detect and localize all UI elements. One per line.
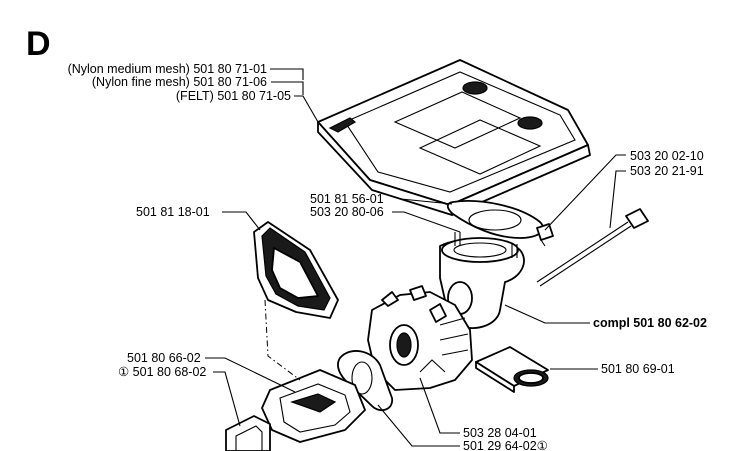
short-screw [536,223,554,247]
label-carb-gasket-b: 501 29 64-02① [463,439,548,451]
gasket-b-leader [392,211,461,233]
label-bracket: 501 81 18-01 [136,205,210,219]
intake-b-leader [213,371,241,427]
carb-gasket-b-leader [377,404,460,447]
bracket-leader [222,211,261,231]
label-filter-felt: (FELT) 501 80 71-05 [176,89,291,103]
label-screw-b: 503 20 21-91 [630,164,704,178]
gasket-leader [400,198,453,205]
filter-gasket [446,200,545,239]
label-carb-gasket-a: 503 28 04-01 [463,426,537,440]
screw-b-leader [609,170,626,229]
carburetor-gasket [337,350,393,412]
label-filter-nylon-medium: (Nylon medium mesh) 501 80 71-01 [68,62,267,76]
carb-gasket-a-leader [419,377,460,434]
label-gasket-b: 503 20 80-06 [310,205,384,219]
label-screw-a: 503 20 02-10 [630,149,704,163]
air-filter [317,59,591,216]
elbow-gasket [225,415,271,451]
label-hose: 501 80 69-01 [601,362,675,376]
label-gasket-a: 501 81 56-01 [310,192,384,206]
label-intake-b: ① 501 80 68-02 [118,365,206,379]
label-intake-a: 501 80 66-02 [127,351,201,365]
screw-a-leader [544,154,626,231]
carburetor [367,285,473,391]
carb-leader [504,304,590,324]
fuel-hose [475,346,549,393]
section-letter: D [26,25,51,63]
center-line-left [264,299,301,381]
long-bolt [536,208,649,287]
label-filter-nylon-fine: (Nylon fine mesh) 501 80 71-06 [92,75,267,89]
intake-a-leader [205,357,296,393]
bracket [253,221,339,319]
filter-leader [270,68,319,123]
intake-adapter [439,232,525,329]
label-carb-assembly: compl 501 80 62-02 [593,316,707,330]
